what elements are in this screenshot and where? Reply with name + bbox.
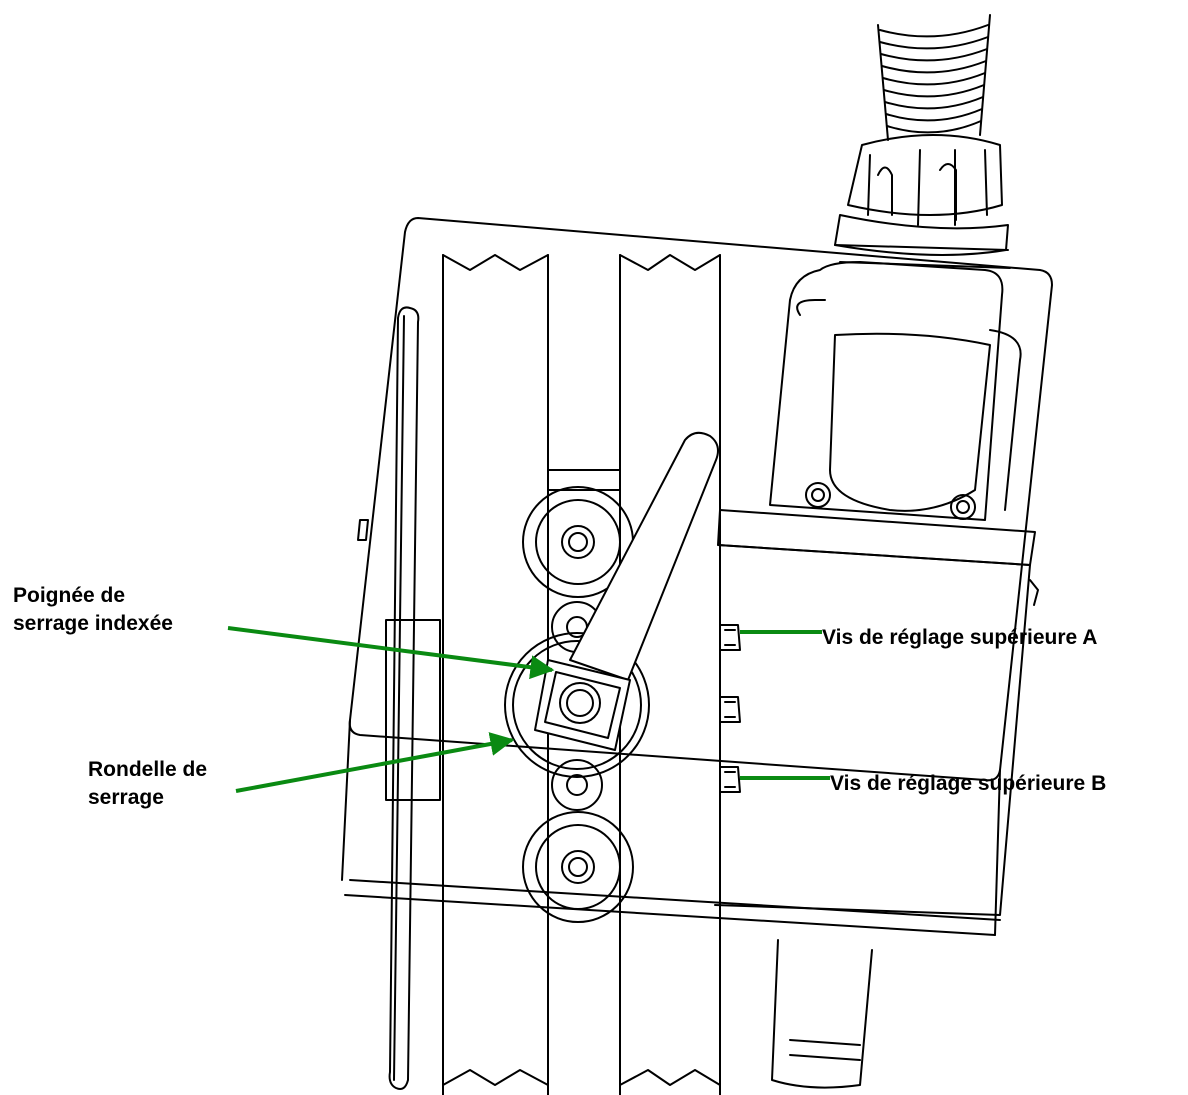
handle-label-line1: Poignée de: [13, 584, 126, 607]
vertical-channels: [442, 254, 721, 1095]
screw-b-label: Vis de réglage supérieure B: [830, 772, 1107, 795]
washer-leader-arrow: [235, 732, 515, 793]
motor-block: [769, 261, 1022, 521]
housing-plate: [341, 217, 1053, 936]
washer-label-line2: serrage: [88, 786, 164, 809]
handle-leader-arrow: [227, 626, 555, 680]
cable-gland: [834, 134, 1011, 269]
clamping-washer: [504, 632, 650, 778]
screw-a-label: Vis de réglage supérieure A: [822, 626, 1098, 649]
adjustment-housing: [714, 509, 1039, 916]
indexed-clamping-handle: [534, 431, 719, 751]
adjustment-screws: [719, 624, 741, 793]
corrugated-hose: [877, 14, 991, 141]
rollers: [522, 486, 634, 923]
left-rail: [357, 306, 441, 1090]
washer-label-line1: Rondelle de: [88, 758, 208, 781]
handle-label-line2: serrage indexée: [13, 612, 173, 635]
handle-label: Poignée de serrage indexée: [13, 582, 173, 638]
bottom-motor: [771, 939, 873, 1089]
washer-label: Rondelle de serrage: [88, 756, 207, 812]
